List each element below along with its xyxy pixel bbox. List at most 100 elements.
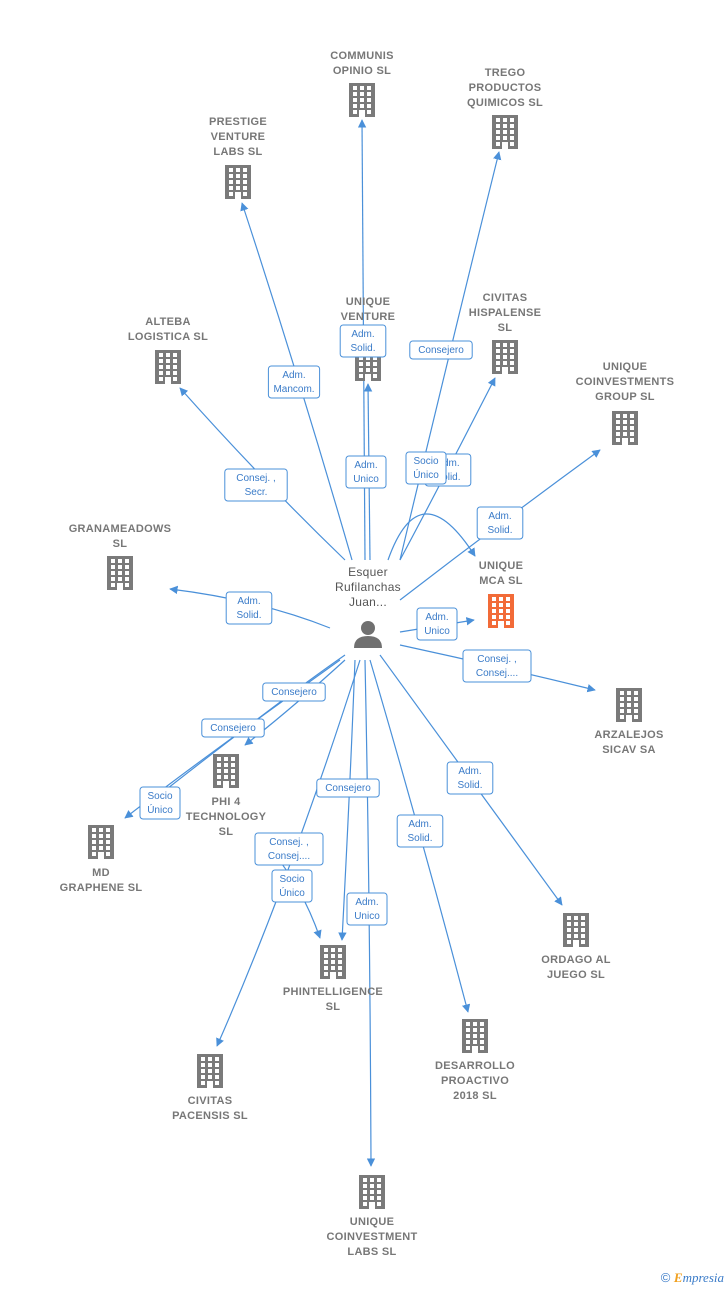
building-window [370,1178,374,1182]
building-icon[interactable] [612,411,638,445]
company-name-line: ALTEBA [145,316,191,328]
edge-label[interactable]: Adm.Solid. [476,506,524,540]
company-name-line: UNIQUE [603,361,648,373]
building-icon[interactable] [349,83,375,117]
company-name-line: UNIQUE [479,560,524,572]
building-window [243,192,247,196]
building-window [480,1022,484,1026]
building-window [492,597,496,601]
empresia-logo[interactable]: Empresia [674,1270,724,1285]
edge-label-text: Adm. [351,329,374,340]
edge-label-text: Unico [353,474,379,485]
building-window [503,361,507,365]
edge-label[interactable]: Adm.Solid. [225,591,273,625]
building-icon[interactable] [155,350,181,384]
building-window [208,1057,212,1061]
building-icon[interactable] [88,825,114,859]
building-icon[interactable] [462,1019,488,1053]
edge-label[interactable]: Consejero [316,778,380,798]
building-window [510,142,514,146]
building-window [363,1178,367,1182]
building-icon[interactable] [213,754,239,788]
building-window [574,934,578,938]
company-name-line: JUEGO SL [547,969,605,981]
building-window [567,934,571,938]
edge-label-box [316,778,380,798]
building-window [506,609,510,613]
edge-label[interactable]: Adm.Mancom. [267,365,321,399]
building-window [166,353,170,357]
building-icon[interactable] [107,556,133,590]
edge-label[interactable]: Consejero [409,340,473,360]
person-node[interactable]: EsquerRufilanchasJuan... [335,565,401,648]
building-icon[interactable] [197,1054,223,1088]
edge-label[interactable]: Consejero [201,718,265,738]
building-window [630,426,634,430]
building-window [367,98,371,102]
edge-label[interactable]: Consejero [262,682,326,702]
company-name-line: PACENSIS SL [172,1110,248,1122]
building-icon[interactable] [492,340,518,374]
building-window [243,168,247,172]
building-window [627,709,631,713]
building-window [510,355,514,359]
building-window [331,966,335,970]
company-name-line: HISPALENSE [469,307,541,319]
edge-label[interactable]: Consej. ,Consej.... [462,649,532,683]
building-door [117,583,123,590]
copyright-footer[interactable]: © Empresia [661,1270,724,1286]
building-window [574,922,578,926]
building-icon[interactable] [320,945,346,979]
edge-label[interactable]: Adm.Solid. [396,814,444,848]
building-window [359,374,363,378]
building-window [370,1190,374,1194]
building-window [229,174,233,178]
building-door [502,142,508,149]
edge-label[interactable]: Adm.Solid. [446,761,494,795]
building-window [510,361,514,365]
building-window [377,1202,381,1206]
building-icon[interactable] [492,115,518,149]
building-window [492,621,496,625]
building-icon[interactable] [563,913,589,947]
edge-label-text: Único [147,803,173,816]
building-window [496,142,500,146]
building-window [201,1057,205,1061]
building-window [215,1063,219,1067]
building-window [620,715,624,719]
building-window [324,966,328,970]
edge-label[interactable]: Adm.Unico [346,892,388,926]
edge-label[interactable]: Consej. ,Consej.... [254,832,324,866]
edge-label[interactable]: Adm.Unico [416,607,458,641]
building-icon[interactable] [488,594,514,628]
building-icon[interactable] [225,165,251,199]
building-door [622,438,628,445]
building-icon[interactable] [359,1175,385,1209]
edge-label[interactable]: Adm.Solid. [339,324,387,358]
edge-label[interactable]: Consej. ,Secr. [224,468,288,502]
company-name-line: TECHNOLOGY [186,811,267,823]
edge-label[interactable]: Adm.Unico [345,455,387,489]
building-window [324,954,328,958]
edge-label-text: Solid. [236,610,261,621]
building-icon[interactable] [616,688,642,722]
